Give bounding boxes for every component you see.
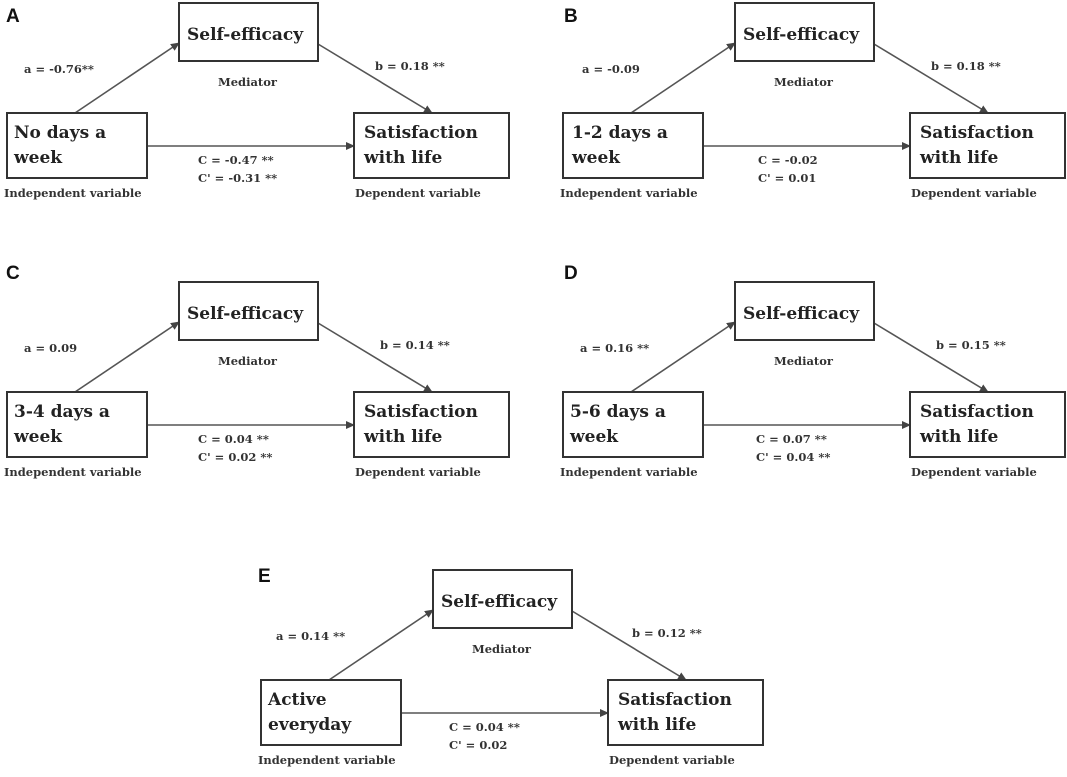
independent-box xyxy=(6,112,148,179)
panel-a: A Self-efficacy Mediator No days a week … xyxy=(4,2,510,200)
dependent-label-line2: with life xyxy=(919,148,998,168)
panel-letter: B xyxy=(564,6,578,27)
dependent-caption: Dependent variable xyxy=(911,186,1037,200)
dependent-label-line2: with life xyxy=(919,427,998,447)
panel-e: E Self-efficacy Mediator Active everyday… xyxy=(258,566,764,767)
path-c-coefficient: C = 0.07 ** xyxy=(756,432,827,446)
independent-label-line2: week xyxy=(13,427,63,447)
independent-label-line1: 1-2 days a xyxy=(572,123,668,143)
mediator-label: Self-efficacy xyxy=(187,25,304,45)
mediator-label: Self-efficacy xyxy=(743,304,860,324)
path-c-prime-coefficient: C' = 0.02 ** xyxy=(198,450,272,464)
panel-letter: E xyxy=(258,566,271,587)
path-b-coefficient: b = 0.18 ** xyxy=(931,59,1001,73)
arrow-a-path xyxy=(630,42,736,114)
independent-label-line1: 5-6 days a xyxy=(570,402,666,422)
path-a-coefficient: a = 0.14 ** xyxy=(276,629,345,643)
path-c-prime-coefficient: C' = 0.04 ** xyxy=(756,450,830,464)
dependent-label-line1: Satisfaction xyxy=(920,402,1034,422)
dependent-box xyxy=(353,112,510,179)
dependent-label-line2: with life xyxy=(363,427,442,447)
panel-c: C Self-efficacy Mediator 3-4 days a week… xyxy=(4,263,510,479)
path-c-coefficient: C = -0.02 xyxy=(758,153,818,167)
dependent-label-line1: Satisfaction xyxy=(364,123,478,143)
mediator-caption: Mediator xyxy=(218,75,278,89)
independent-label-line2: week xyxy=(13,148,63,168)
independent-label-line1: Active xyxy=(267,690,327,710)
mediator-box xyxy=(734,281,875,341)
arrow-a-path xyxy=(74,42,180,114)
independent-box xyxy=(562,391,704,458)
independent-label-line2: week xyxy=(571,148,621,168)
panel-letter: D xyxy=(564,263,578,284)
mediator-caption: Mediator xyxy=(774,354,834,368)
arrow-b-path xyxy=(873,322,989,393)
path-c-coefficient: C = -0.47 ** xyxy=(198,153,274,167)
dependent-box xyxy=(607,679,764,746)
mediator-caption: Mediator xyxy=(472,642,532,656)
independent-box xyxy=(6,391,148,458)
independent-label-line2: everyday xyxy=(268,715,352,735)
independent-label-line1: 3-4 days a xyxy=(14,402,110,422)
path-a-coefficient: a = 0.09 xyxy=(24,341,77,355)
independent-caption: Independent variable xyxy=(258,753,396,767)
independent-caption: Independent variable xyxy=(4,186,142,200)
arrow-a-path xyxy=(328,609,434,681)
independent-box xyxy=(562,112,704,179)
dependent-box xyxy=(353,391,510,458)
dependent-label-line1: Satisfaction xyxy=(920,123,1034,143)
path-b-coefficient: b = 0.12 ** xyxy=(632,626,702,640)
mediator-label: Self-efficacy xyxy=(743,25,860,45)
dependent-caption: Dependent variable xyxy=(355,186,481,200)
mediator-box xyxy=(178,2,319,62)
path-b-coefficient: b = 0.18 ** xyxy=(375,59,445,73)
path-c-prime-coefficient: C' = 0.01 xyxy=(758,171,816,185)
panel-letter: C xyxy=(6,263,20,284)
mediator-label: Self-efficacy xyxy=(441,592,558,612)
dependent-label-line1: Satisfaction xyxy=(618,690,732,710)
independent-label-line1: No days a xyxy=(14,123,106,143)
mediator-caption: Mediator xyxy=(218,354,278,368)
dependent-label-line1: Satisfaction xyxy=(364,402,478,422)
mediator-box xyxy=(734,2,875,62)
path-b-coefficient: b = 0.14 ** xyxy=(380,338,450,352)
independent-box xyxy=(260,679,402,746)
dependent-box xyxy=(909,391,1066,458)
dependent-label-line2: with life xyxy=(617,715,696,735)
arrow-b-path xyxy=(317,43,433,114)
path-c-prime-coefficient: C' = 0.02 xyxy=(449,738,507,752)
mediator-caption: Mediator xyxy=(774,75,834,89)
arrow-b-path xyxy=(873,43,989,114)
path-c-coefficient: C = 0.04 ** xyxy=(449,720,520,734)
independent-caption: Independent variable xyxy=(560,186,698,200)
arrow-a-path xyxy=(630,321,736,393)
path-a-coefficient: a = -0.76** xyxy=(24,62,94,76)
independent-caption: Independent variable xyxy=(560,465,698,479)
dependent-box xyxy=(909,112,1066,179)
independent-label-line2: week xyxy=(569,427,619,447)
independent-caption: Independent variable xyxy=(4,465,142,479)
path-c-coefficient: C = 0.04 ** xyxy=(198,432,269,446)
dependent-caption: Dependent variable xyxy=(355,465,481,479)
path-b-coefficient: b = 0.15 ** xyxy=(936,338,1006,352)
dependent-label-line2: with life xyxy=(363,148,442,168)
arrow-a-path xyxy=(74,321,180,393)
mediator-box xyxy=(432,569,573,629)
arrow-b-path xyxy=(571,610,687,681)
path-c-prime-coefficient: C' = -0.31 ** xyxy=(198,171,277,185)
panel-letter: A xyxy=(6,6,20,27)
dependent-caption: Dependent variable xyxy=(609,753,735,767)
path-a-coefficient: a = 0.16 ** xyxy=(580,341,649,355)
mediator-label: Self-efficacy xyxy=(187,304,304,324)
panel-b: B Self-efficacy Mediator 1-2 days a week… xyxy=(560,2,1066,200)
panel-d: D Self-efficacy Mediator 5-6 days a week… xyxy=(560,263,1066,479)
arrow-b-path xyxy=(317,322,433,393)
dependent-caption: Dependent variable xyxy=(911,465,1037,479)
path-a-coefficient: a = -0.09 xyxy=(582,62,640,76)
mediator-box xyxy=(178,281,319,341)
